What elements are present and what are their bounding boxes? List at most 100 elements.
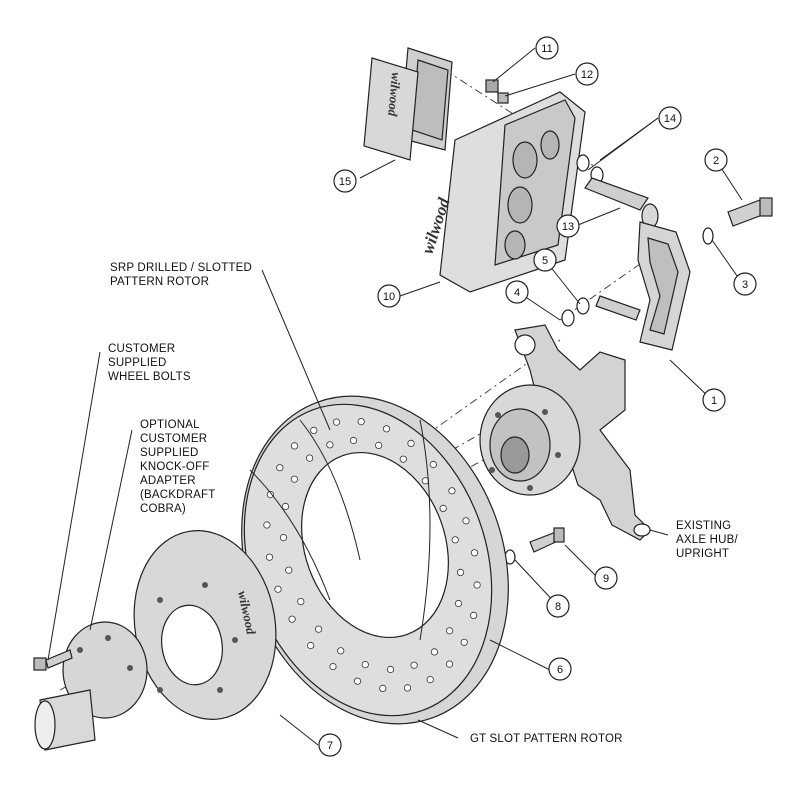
callout-1: 1	[702, 388, 726, 412]
wheel-bolts-line-2: SUPPLIED	[108, 357, 166, 369]
svg-text:8: 8	[555, 601, 561, 613]
drill-hole	[353, 677, 362, 685]
axle-hub-line-2: AXLE HUB/	[676, 534, 738, 546]
drill-hole	[288, 615, 296, 623]
drill-hole	[454, 599, 463, 608]
svg-text:15: 15	[339, 176, 351, 188]
drill-hole	[305, 454, 314, 462]
caliper: wilwood	[418, 79, 586, 293]
drill-hole	[426, 675, 434, 684]
drill-hole	[290, 475, 298, 483]
wheel-bolt	[33, 649, 73, 671]
svg-text:9: 9	[603, 573, 609, 585]
callout-12: 12	[575, 62, 599, 86]
drill-hole	[314, 625, 323, 633]
drill-hole	[460, 638, 468, 646]
leader-lines	[47, 47, 743, 746]
callout-11: 11	[535, 36, 559, 60]
callout-5: 5	[533, 248, 557, 272]
callout-7: 7	[318, 733, 342, 757]
drill-hole	[332, 418, 341, 426]
drill-hole	[361, 660, 369, 669]
hub	[479, 384, 581, 496]
drill-hole	[445, 660, 454, 668]
gt-rotor-label: GT SLOT PATTERN ROTOR	[470, 733, 623, 745]
drill-hole	[274, 585, 282, 593]
knockoff-line-3: SUPPLIED	[140, 447, 198, 459]
drill-hole	[337, 647, 345, 655]
drill-hole	[281, 502, 290, 511]
drill-hole	[429, 460, 437, 469]
rotor-hat: wilwood	[133, 530, 277, 720]
drill-hole	[445, 627, 454, 635]
callout-8: 8	[546, 594, 570, 618]
wheel-bolts-label: CUSTOMER SUPPLIED WHEEL BOLTS	[108, 343, 191, 383]
svg-text:3: 3	[742, 279, 748, 291]
rotor-drill-holes	[263, 417, 481, 693]
callout-6: 6	[548, 657, 572, 681]
callout-13: 13	[556, 214, 580, 238]
svg-text:10: 10	[383, 291, 395, 303]
drill-hole	[326, 441, 334, 449]
drill-hole	[329, 662, 337, 671]
drill-hole	[439, 504, 447, 512]
callout-9: 9	[594, 566, 618, 590]
drill-hole	[410, 661, 418, 669]
rotor	[241, 395, 509, 725]
srp-rotor-line-2: PATTERN ROTOR	[110, 276, 209, 288]
drill-hole	[386, 665, 395, 674]
bracket	[637, 221, 691, 351]
drill-hole	[403, 684, 412, 692]
svg-text:12: 12	[581, 69, 593, 81]
drill-hole	[469, 611, 478, 620]
svg-text:13: 13	[562, 221, 574, 233]
axle-hub-line-3: UPRIGHT	[676, 548, 729, 560]
drill-hole	[399, 455, 407, 463]
drill-hole	[451, 536, 459, 544]
drill-hole	[276, 464, 284, 472]
drill-hole	[297, 597, 305, 606]
svg-text:2: 2	[713, 155, 719, 167]
callout-4: 4	[505, 280, 529, 304]
knockoff-line-1: OPTIONAL	[140, 419, 200, 431]
callout-14: 14	[658, 106, 682, 130]
drill-hole	[421, 477, 429, 485]
callout-2: 2	[704, 148, 728, 172]
svg-text:14: 14	[664, 113, 676, 125]
callout-3: 3	[733, 272, 757, 296]
axle-hub-label: EXISTING AXLE HUB/ UPRIGHT	[676, 520, 738, 560]
axle-hub-upright	[514, 324, 651, 541]
drill-hole	[310, 426, 318, 434]
drill-hole	[470, 549, 479, 557]
hardware	[561, 154, 773, 327]
drill-hole	[430, 648, 438, 656]
svg-text:6: 6	[557, 664, 563, 676]
callout-15: 15	[333, 169, 357, 193]
drill-hole	[462, 517, 470, 525]
knockoff-line-4: KNOCK-OFF	[140, 461, 210, 473]
drill-hole	[375, 441, 383, 449]
drill-hole	[448, 487, 456, 495]
knockoff-line-5: ADAPTER	[140, 475, 196, 487]
knockoff-label: OPTIONAL CUSTOMER SUPPLIED KNOCK-OFF ADA…	[140, 419, 215, 515]
svg-text:7: 7	[327, 740, 333, 752]
knock-off-adapter	[34, 621, 148, 751]
svg-text:5: 5	[542, 255, 548, 267]
brake-pads: wilwood	[363, 47, 453, 161]
drill-hole	[349, 436, 358, 445]
drill-hole	[279, 533, 288, 542]
hub-bolts	[504, 527, 565, 565]
axle-hub-line-1: EXISTING	[676, 520, 731, 532]
srp-rotor-line-1: SRP DRILLED / SLOTTED	[110, 262, 252, 274]
wheel-bolts-line-1: CUSTOMER	[108, 343, 175, 355]
drill-hole	[285, 566, 293, 574]
drill-hole	[357, 417, 365, 426]
knockoff-line-7: COBRA)	[140, 503, 186, 515]
knockoff-line-6: (BACKDRAFT	[140, 489, 215, 501]
pad-brand-text: wilwood	[385, 72, 404, 118]
drill-hole	[456, 568, 465, 577]
drill-hole	[263, 521, 271, 529]
svg-text:1: 1	[711, 395, 717, 407]
knockoff-line-2: CUSTOMER	[140, 433, 207, 445]
